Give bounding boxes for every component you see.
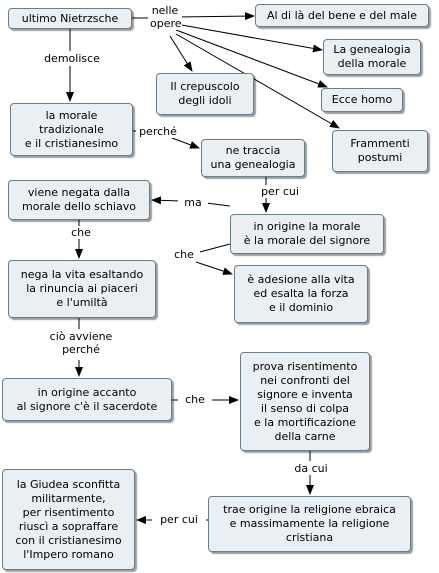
edge-opere-crepuscolo [169,35,193,72]
edge-opere-genealogia [175,23,323,53]
node-morale-tradizionale[interactable]: la morale tradizionale e il cristianesim… [10,103,133,156]
edge-opere-aldila [175,12,255,21]
label-che-3: che [178,393,212,406]
edge-opere-ecce [175,29,328,88]
node-risentimento[interactable]: prova risentimento nei confronti del sig… [240,352,370,451]
label-nelle-opere: nelle opere [148,4,182,30]
edge-origine-ma [205,202,231,207]
node-ecce-homo[interactable]: Ecce homo [321,88,403,112]
node-nega-vita[interactable]: nega la vita esaltando la rinuncia ai pi… [8,260,156,318]
label-per-cui-2: per cui [152,513,206,526]
node-ultimo-nietzsche[interactable]: ultimo Nietrzsche [8,8,132,29]
edge-che2-adesione [195,261,233,275]
node-traccia-genealogia[interactable]: ne traccia una genealogia [201,139,305,177]
node-origine-sacerdote[interactable]: in origine accanto al signore c'è il sac… [2,378,172,421]
label-che-2: che [168,248,200,261]
edge-opere-frammenti [175,33,340,129]
node-crepuscolo-idoli[interactable]: Il crepuscolo degli idoli [156,73,254,115]
node-origine-signore[interactable]: in origine la morale è la morale del sig… [230,214,384,254]
node-adesione-vita[interactable]: è adesione alla vita ed esalta la forza … [234,265,368,323]
node-genealogia-morale[interactable]: La genealogia della morale [323,39,421,75]
node-al-di-la[interactable]: Al di là del bene e del male [255,4,429,27]
edge-ma-negata [151,196,181,205]
label-da-cui: da cui [286,462,336,475]
node-negata-schiavo[interactable]: viene negata dalla morale dello schiavo [8,180,150,220]
node-giudea[interactable]: la Giudea sconfitta militarmente, per ri… [2,469,135,570]
label-cio-avviene: ciò avviene perché [44,330,118,356]
label-ma: ma [178,196,208,209]
label-perche: perché [136,125,180,138]
edge-perche-traccia [171,137,200,149]
node-religione-ebraica[interactable]: trae origine la religione ebraica e mass… [208,496,411,552]
label-che-1: che [66,226,96,239]
label-per-cui-1: per cui [256,185,304,198]
node-frammenti-postumi[interactable]: Frammenti postumi [332,130,428,172]
label-demolisce: demolisce [40,52,104,65]
edge-origine-che2 [195,243,231,254]
